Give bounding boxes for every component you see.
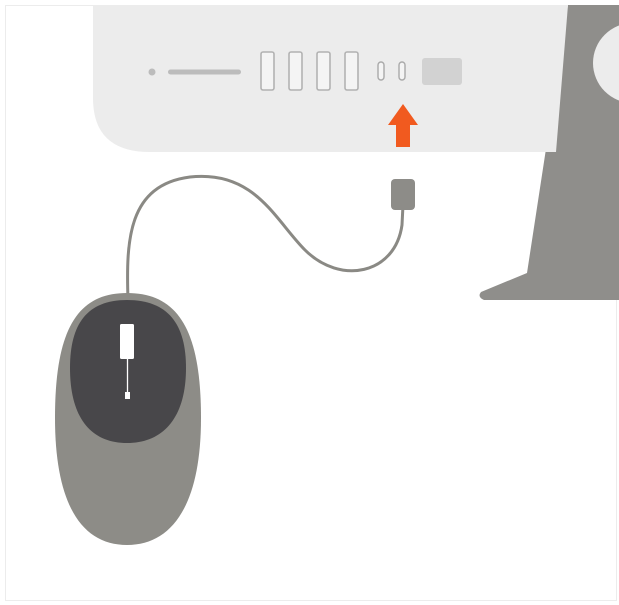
wired-mouse-icon — [55, 293, 201, 545]
usb-a-port-icon — [317, 52, 330, 90]
monitor-rear — [93, 5, 568, 152]
usb-c-port-icon — [378, 62, 384, 80]
mouse-cable — [128, 176, 403, 300]
usb-c-plug-icon — [391, 163, 415, 210]
usb-a-port-icon — [345, 52, 358, 90]
usb-a-port-icon — [261, 52, 274, 90]
mouse-connector-light — [120, 324, 134, 359]
sd-card-slot-icon — [168, 70, 241, 75]
plug-housing — [391, 179, 415, 210]
mouse-sensor-dot — [125, 392, 130, 399]
headphone-jack-icon — [149, 69, 156, 76]
usb-c-port-icon — [399, 62, 405, 80]
ethernet-port-icon — [422, 58, 462, 85]
usb-a-port-icon — [289, 52, 302, 90]
